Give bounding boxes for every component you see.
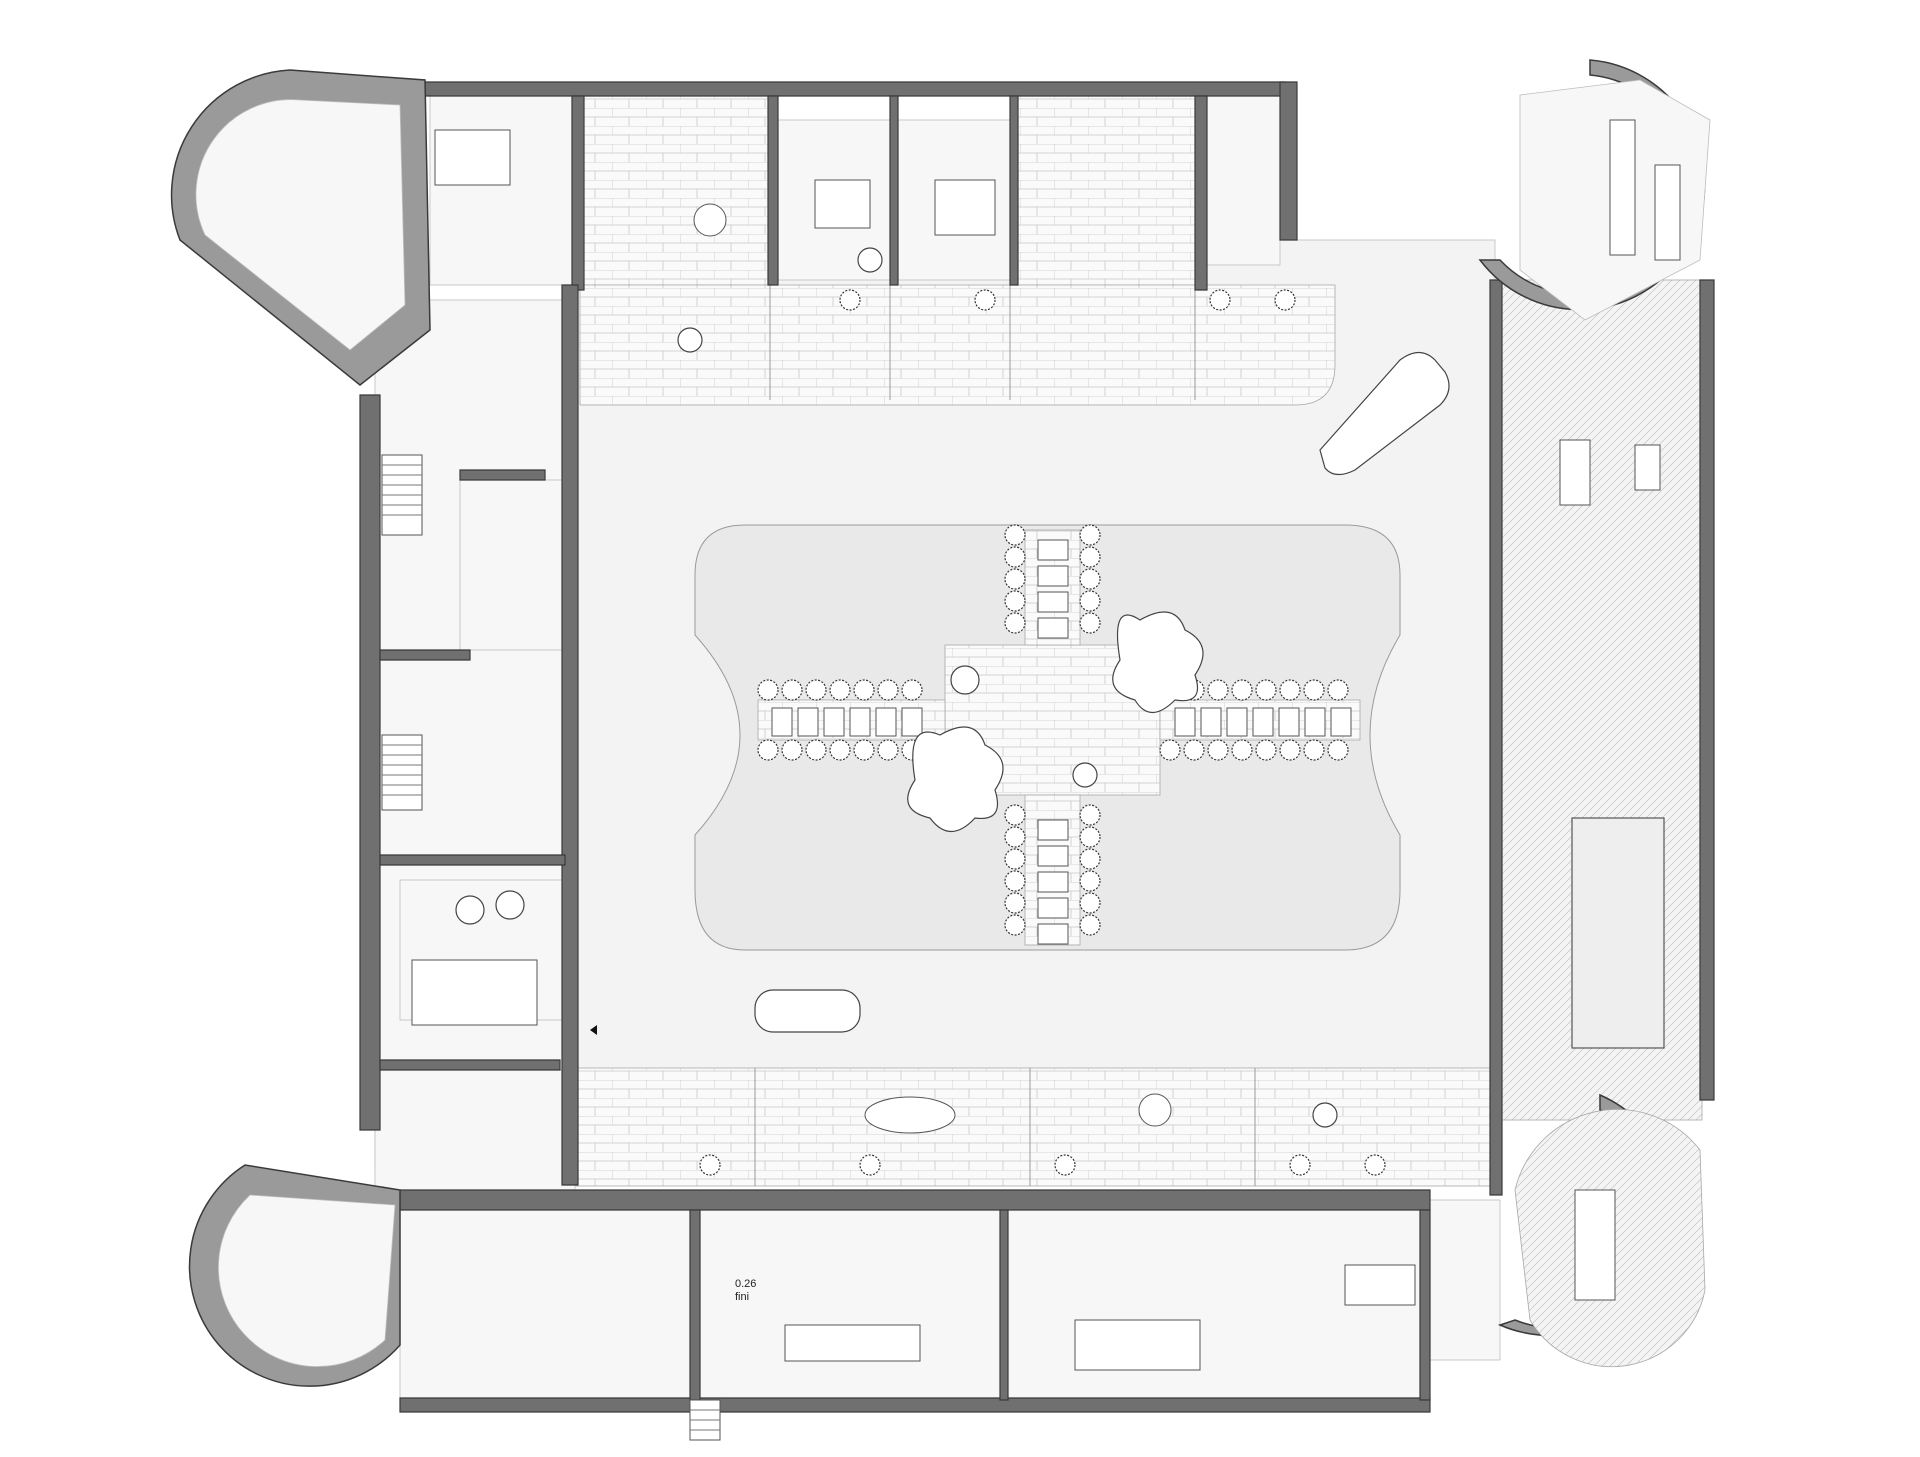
stairs-icon [381,454,721,1441]
shrub-icon [1209,289,1231,311]
shrub-icon [1004,914,1026,936]
shrub-icon [1274,289,1296,311]
sunbed-icon [1037,871,1069,893]
sunbed-icon [849,707,871,737]
shrub-icon [1079,612,1101,634]
level-annotation: 0.26 fini [735,1278,756,1303]
shrub-icon [839,289,861,311]
level-value: 0.26 [735,1278,756,1290]
shrub-icon [1279,679,1301,701]
shrub-icon [877,739,899,761]
sunbed-icon [797,707,819,737]
sunbed-icon [771,707,793,737]
sunbed-icon [1037,617,1069,639]
shrub-icon [1004,568,1026,590]
shrub-icon [1303,679,1325,701]
shrub-icon [1004,590,1026,612]
sunbed-icon [1037,819,1069,841]
shrub-icon [1183,739,1205,761]
shrub-icon [1004,848,1026,870]
shrub-icon [974,289,996,311]
shrub-icon [1004,892,1026,914]
level-unit: fini [735,1291,749,1303]
sunbed-icon [1330,707,1352,737]
shrub-icon [1079,568,1101,590]
east-wing [1496,279,1703,1121]
shrub-icon [1079,804,1101,826]
south-terrace [574,1067,1496,1187]
shrub-icon [1364,1154,1386,1176]
shrub-icon [805,679,827,701]
shrub-icon [1255,739,1277,761]
shrub-icon [1004,870,1026,892]
shrub-icon [1079,524,1101,546]
shrub-icon [853,679,875,701]
triangle-entry-marker [590,1025,597,1035]
shrub-icon [1004,826,1026,848]
shrub-icon [1004,612,1026,634]
shrub-icon [1207,679,1229,701]
sunbed-icon [1226,707,1248,737]
shrub-icon [1079,848,1101,870]
sunbed-icon [1037,845,1069,867]
shrub-icon [901,679,923,701]
sunbed-icon [1037,923,1069,945]
shrub-icon [829,679,851,701]
parasol-icon [455,247,1338,1128]
indoor-pool [1571,817,1665,1049]
south-wing [399,1199,1501,1401]
shrub-icon [1231,679,1253,701]
north-terrace [579,94,1336,406]
shrub-icon [1079,914,1101,936]
outer-walls [359,81,1715,1413]
shrub-icon [1327,679,1349,701]
sunbed-icon [1174,707,1196,737]
sunbed-icon [901,707,923,737]
sunbed-icon [875,707,897,737]
shrub-icon [1231,739,1253,761]
shrub-icon [1004,804,1026,826]
shrub-icon [1279,739,1301,761]
shrub-icon [757,739,779,761]
sunbed-icon [823,707,845,737]
shrub-icon [1079,590,1101,612]
shrub-icon [1255,679,1277,701]
sunbed-icon [771,539,1352,945]
sunbed-icon [1252,707,1274,737]
shrub-icon [1303,739,1325,761]
shrub-icon [781,679,803,701]
shrub-icon [877,679,899,701]
shrub-icon [1079,870,1101,892]
shrub-icon [1054,1154,1076,1176]
shrub-icon [781,739,803,761]
furniture [411,119,1681,1371]
car-icon [754,351,1450,1033]
sunbed-icon [1200,707,1222,737]
sunbed-icon [1304,707,1326,737]
sunbed-icon [1037,539,1069,561]
shrub-icon [1159,739,1181,761]
sunbed-icon [1037,897,1069,919]
shrub-icon [1004,546,1026,568]
shrub-icon [1079,826,1101,848]
shrub-icon [757,679,779,701]
shrub-icon [699,1154,721,1176]
shrub-icon [1207,739,1229,761]
shrub-icon [1079,892,1101,914]
shrub-icon [1079,546,1101,568]
shrub-icon [859,1154,881,1176]
shrub-icon [1289,1154,1311,1176]
sunbed-icon [1278,707,1300,737]
tree-icon [907,611,1204,833]
shrub-icon [829,739,851,761]
shrub-icon [853,739,875,761]
sunbed-icon [1037,591,1069,613]
shrub-icon [1004,524,1026,546]
sunbed-icon [1037,565,1069,587]
shrub-icon [1327,739,1349,761]
shrub-icon [805,739,827,761]
